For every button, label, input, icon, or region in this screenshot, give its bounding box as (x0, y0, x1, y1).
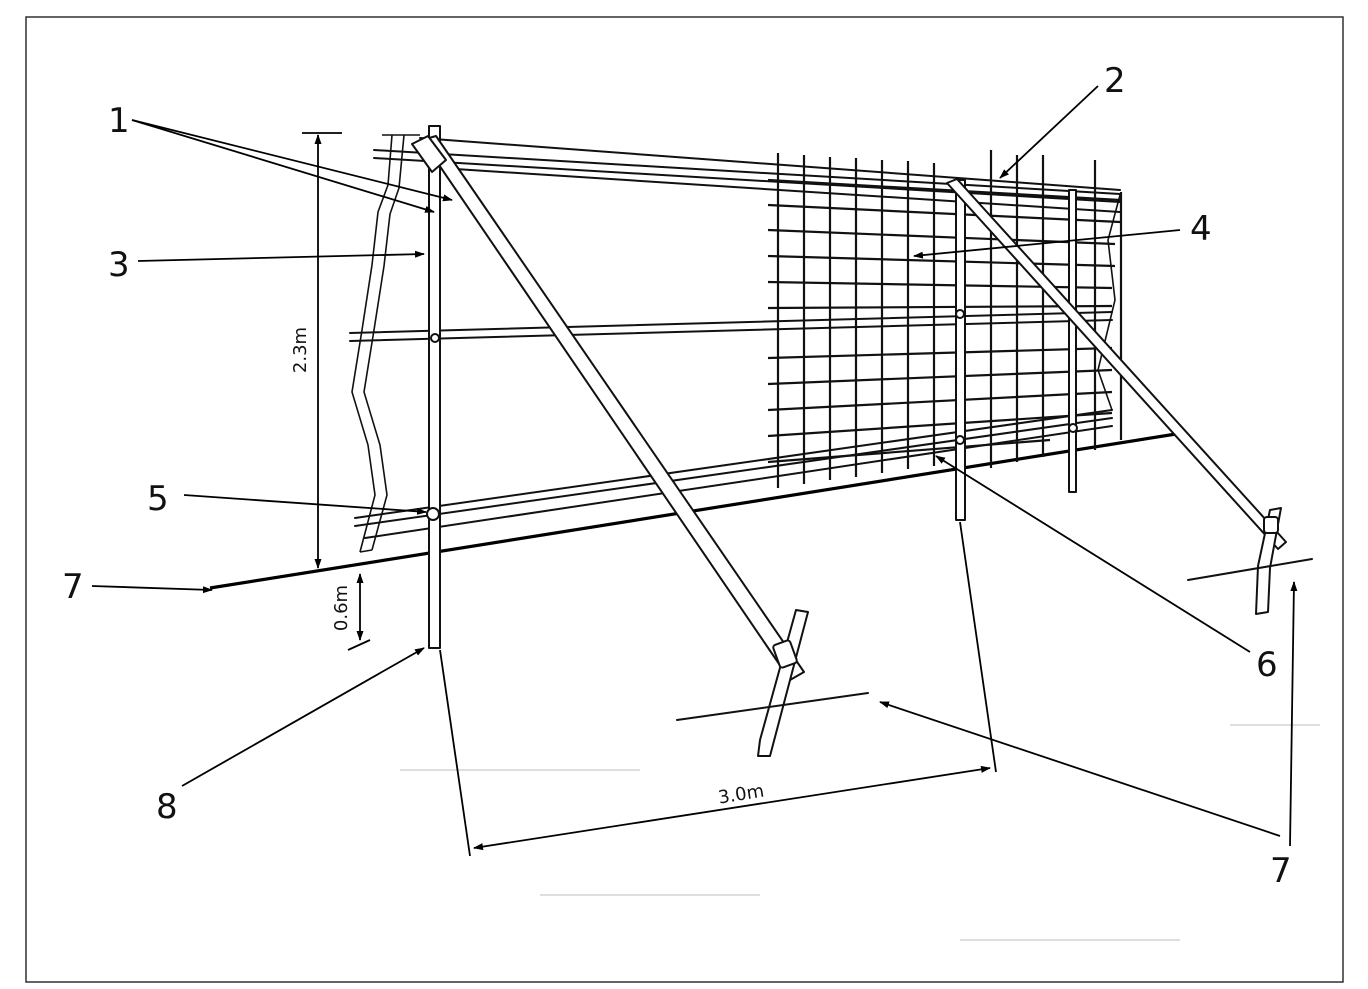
dimension-depth-label: 0.6m (331, 585, 352, 631)
brace-top-coupler (411, 135, 447, 173)
diagonal-brace-left (421, 135, 805, 681)
diagonal-brace-right (946, 178, 1287, 550)
stake-ground-mark (676, 692, 869, 721)
stake-ground-mark (1187, 558, 1313, 581)
bleed-through-marks (400, 724, 1320, 941)
upright-post-left (428, 125, 441, 649)
callout-3: 3 (108, 245, 130, 285)
callout-8: 8 (156, 787, 178, 827)
callout-5: 5 (147, 479, 169, 519)
callout-2: 2 (1104, 61, 1126, 101)
dimension-height-label: 2.3m (290, 327, 311, 373)
callout-leaders (91, 85, 1298, 847)
post-clamp (955, 435, 965, 445)
callout-6: 6 (1256, 645, 1278, 685)
upright-post-right (955, 179, 966, 521)
dimension-depth: 0.6m (331, 573, 371, 651)
wire-mesh-panel (767, 150, 1123, 488)
figure-border (25, 16, 1344, 983)
brace-coupler (772, 639, 798, 669)
clamp-fitting (426, 507, 440, 521)
dimension-spacing: 3.0m (439, 521, 997, 857)
brace-coupler (1263, 516, 1279, 534)
barrier-sheeting (349, 134, 1121, 553)
post-clamp (430, 333, 440, 343)
callout-7-right: 7 (1270, 851, 1292, 891)
callout-1: 1 (108, 101, 130, 141)
ground-stake-left (757, 609, 809, 757)
post-clamp (955, 309, 965, 319)
dimension-height: 2.3m (290, 132, 342, 569)
intermediate-post (1068, 189, 1077, 493)
ground-stake-right (1255, 507, 1282, 615)
callout-4: 4 (1190, 209, 1212, 249)
post-clamp (1068, 423, 1078, 433)
callout-7-left: 7 (62, 567, 84, 607)
